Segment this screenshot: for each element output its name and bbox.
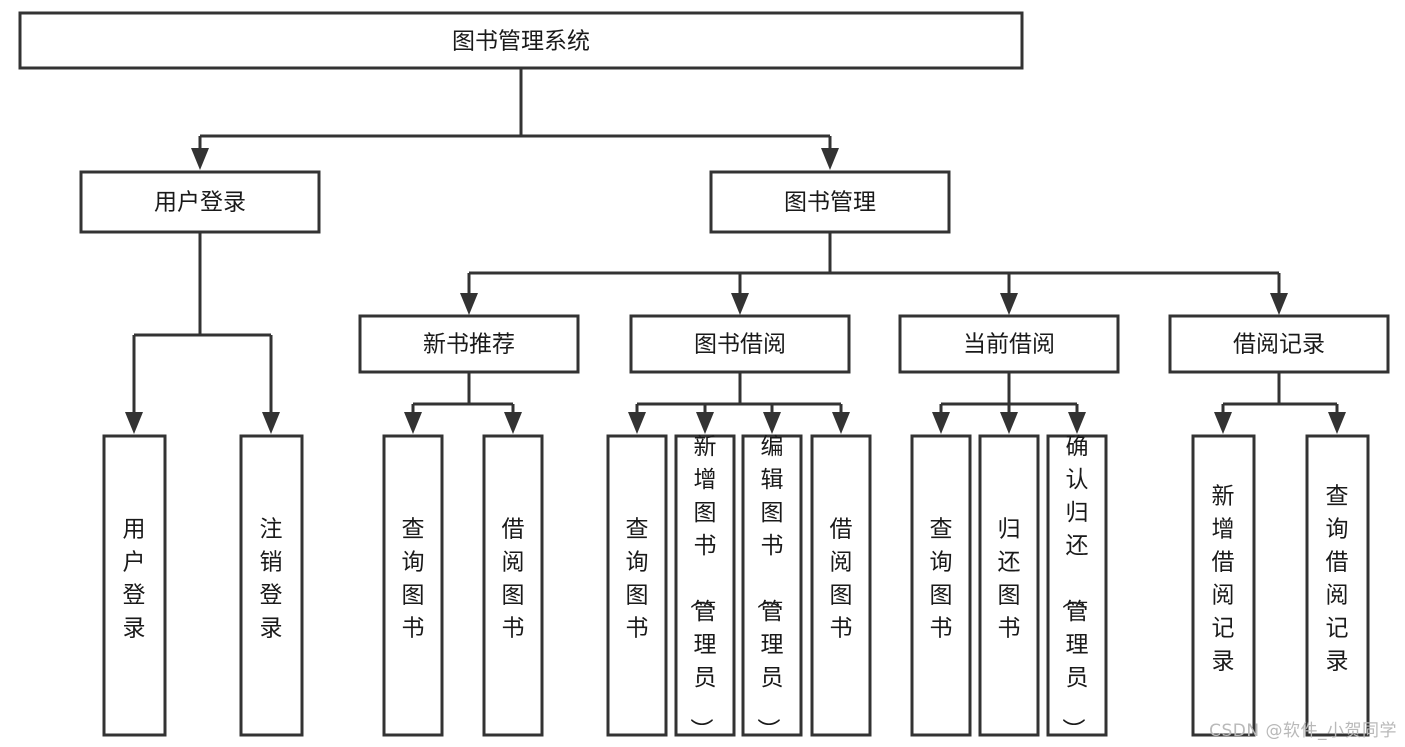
node-leaf-user-login[interactable]: 用户登录 [102,434,167,737]
arrow-to-leaf-user-login [125,412,143,434]
node-new-book-recommend[interactable]: 新书推荐 [358,314,580,374]
node-user-login-box[interactable] [79,170,321,234]
node-root-box[interactable] [18,11,1024,70]
node-user-login[interactable]: 用户登录 [79,170,321,234]
node-leaf-borrow-book-1-label: 借阅图书 [502,517,525,642]
node-leaf-return-book-label: 归还图书 [998,517,1021,642]
node-borrow-record-box[interactable] [1168,314,1390,374]
arrow-to-current-borrow [1000,293,1018,315]
node-current-borrow[interactable]: 当前借阅 [898,314,1120,374]
node-leaf-add-book-box[interactable] [674,434,736,737]
node-leaf-edit-book[interactable]: 编辑图书（管理员） [741,434,803,741]
node-borrow-record-label: 借阅记录 [1233,332,1325,358]
node-leaf-add-record-label: 新增借阅记录 [1212,484,1235,675]
node-leaf-borrow-book-1-box[interactable] [482,434,544,737]
node-book-manage[interactable]: 图书管理 [709,170,951,234]
node-leaf-query-book-3-box[interactable] [910,434,972,737]
node-leaf-query-book-2-box[interactable] [606,434,668,737]
node-leaf-user-login-box[interactable] [102,434,167,737]
arrow-root-to-book-manage [821,148,839,170]
node-leaf-borrow-book-1[interactable]: 借阅图书 [482,434,544,737]
node-leaf-add-record[interactable]: 新增借阅记录 [1191,434,1256,737]
arrow-root-to-user-login [191,148,209,170]
arrow-to-leaf-user-logout [262,412,280,434]
arrow-to-borrow-record [1270,293,1288,315]
node-current-borrow-box[interactable] [898,314,1120,374]
node-borrow-record[interactable]: 借阅记录 [1168,314,1390,374]
node-leaf-query-book-2-label: 查询图书 [626,517,649,642]
arrow-to-leaf-borrow-book-2 [832,412,850,434]
node-leaf-user-logout-label: 注销登录 [260,517,283,642]
arrow-to-leaf-return-book [1000,412,1018,434]
node-leaf-query-record-label: 查询借阅记录 [1326,484,1349,675]
node-book-borrow[interactable]: 图书借阅 [629,314,851,374]
node-new-book-recommend-label: 新书推荐 [423,332,515,358]
node-leaf-edit-book-label: 编辑图书（管理员） [755,434,784,741]
node-leaf-borrow-book-2[interactable]: 借阅图书 [810,434,872,737]
node-root-label: 图书管理系统 [452,29,590,55]
node-root[interactable]: 图书管理系统 [18,11,1024,70]
node-leaf-confirm-return[interactable]: 确认归还（管理员） [1046,434,1108,741]
node-leaf-add-record-box[interactable] [1191,434,1256,737]
arrow-to-new-book-recommend [460,293,478,315]
arrow-to-leaf-add-record [1214,412,1232,434]
node-leaf-query-book-2[interactable]: 查询图书 [606,434,668,737]
node-leaf-edit-book-box[interactable] [741,434,803,737]
arrow-to-leaf-query-book-2 [628,412,646,434]
node-current-borrow-label: 当前借阅 [963,332,1055,358]
node-new-book-recommend-box[interactable] [358,314,580,374]
node-leaf-query-book-1[interactable]: 查询图书 [382,434,444,737]
node-leaf-return-book-box[interactable] [978,434,1040,737]
csdn-watermark: CSDN @软件_小贺同学 [1209,721,1397,741]
node-leaf-add-book-label: 新增图书（管理员） [688,434,717,741]
node-leaf-query-record-box[interactable] [1305,434,1370,737]
node-leaf-user-login-label: 用户登录 [123,517,146,642]
arrow-to-leaf-add-book [696,412,714,434]
arrow-to-book-borrow [731,293,749,315]
node-leaf-user-logout-box[interactable] [239,434,304,737]
node-leaf-query-book-1-label: 查询图书 [402,517,425,642]
arrow-to-leaf-confirm-return [1068,412,1086,434]
node-user-login-label: 用户登录 [154,190,246,216]
node-leaf-query-record[interactable]: 查询借阅记录 [1305,434,1370,737]
arrow-to-leaf-query-record [1328,412,1346,434]
node-leaf-query-book-3[interactable]: 查询图书 [910,434,972,737]
node-leaf-confirm-return-box[interactable] [1046,434,1108,737]
node-leaf-query-book-1-box[interactable] [382,434,444,737]
node-leaf-add-book[interactable]: 新增图书（管理员） [674,434,736,741]
node-leaf-confirm-return-label: 确认归还（管理员） [1060,434,1089,741]
arrow-to-leaf-edit-book [763,412,781,434]
node-leaf-borrow-book-2-label: 借阅图书 [830,517,853,642]
arrow-to-leaf-borrow-book-1 [504,412,522,434]
node-leaf-user-logout[interactable]: 注销登录 [239,434,304,737]
node-leaf-borrow-book-2-box[interactable] [810,434,872,737]
node-book-borrow-label: 图书借阅 [694,332,786,358]
node-leaf-query-book-3-label: 查询图书 [930,517,953,642]
arrow-to-leaf-query-book-3 [932,412,950,434]
node-book-manage-box[interactable] [709,170,951,234]
arrow-to-leaf-query-book-1 [404,412,422,434]
node-book-manage-label: 图书管理 [784,190,876,216]
node-leaf-return-book[interactable]: 归还图书 [978,434,1040,737]
node-book-borrow-box[interactable] [629,314,851,374]
connector-layer [125,68,1346,434]
